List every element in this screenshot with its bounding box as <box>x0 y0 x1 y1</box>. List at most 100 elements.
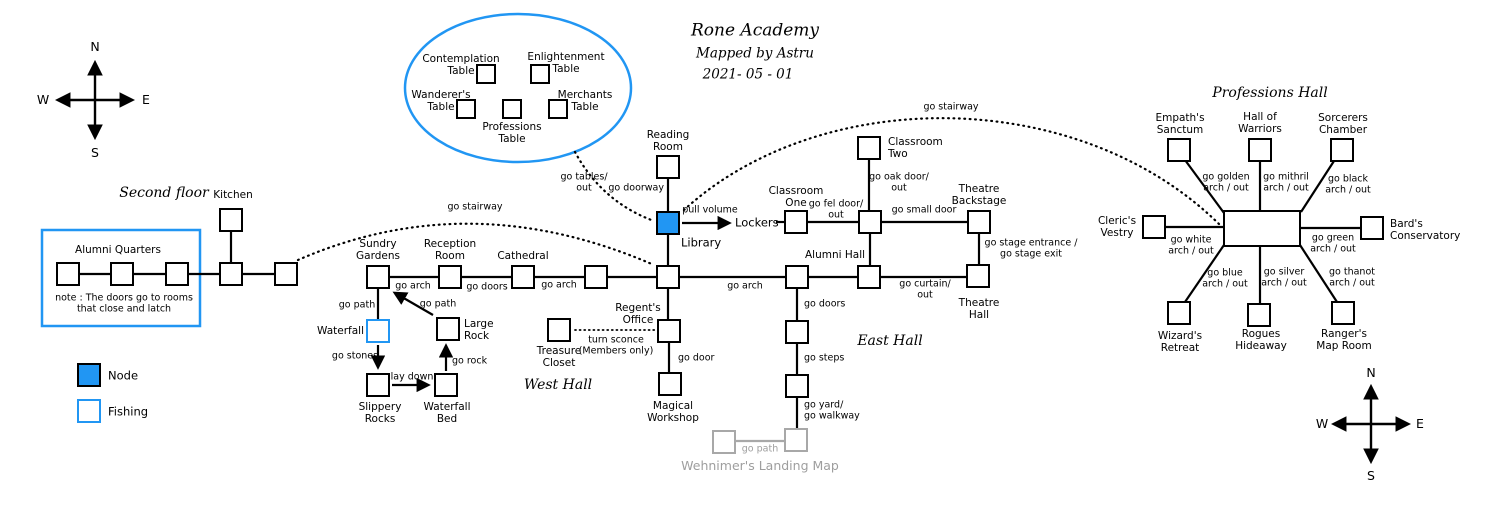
room-box-east-hall-lower <box>785 374 809 398</box>
room-label-rangers-map-room: Ranger's Map Room <box>1316 328 1372 352</box>
room-box-second-floor-landing <box>274 262 298 286</box>
path-label-go-door: go door <box>678 352 715 364</box>
room-box-sorcerers-chamber <box>1330 138 1354 162</box>
room-box-enlightenment-table <box>530 64 550 84</box>
compass-rose-top-left-icon <box>54 59 136 141</box>
room-box-classroom-junction <box>858 210 882 234</box>
path-label-go-small-door: go small door <box>891 204 957 216</box>
legend-node-label: Node <box>108 368 139 383</box>
room-label-enlightenment-table: Enlightenment Table <box>527 51 605 75</box>
room-box-wizards-retreat <box>1167 301 1191 325</box>
room-box-west-hall <box>584 265 608 289</box>
path-label-go-white-arch: go white arch / out <box>1168 234 1214 256</box>
compass-tl-west-label: W <box>36 91 50 107</box>
room-label-alumni-quarters: Alumni Quarters <box>75 244 161 257</box>
compass-tl-south-label: S <box>91 144 99 160</box>
room-label-theatre-backstage: Theatre Backstage <box>951 183 1007 207</box>
path-label-go-arch-corridor: go arch <box>727 280 763 292</box>
room-label-hall-of-warriors: Hall of Warriors <box>1238 111 1282 135</box>
room-box-alumni-quarters-1 <box>56 262 80 286</box>
room-box-landing-yard <box>784 428 808 452</box>
path-label-go-arch-cathedral: go arch <box>541 279 577 291</box>
room-label-magical-workshop: Magical Workshop <box>647 400 699 424</box>
path-label-pull-volume: pull volume <box>682 204 738 216</box>
section-label-professions-hall: Professions Hall <box>1212 85 1328 102</box>
path-label-go-rock: go rock <box>452 355 488 367</box>
path-label-go-doorway: go doorway <box>608 182 664 194</box>
room-box-waterfall-bed <box>434 373 458 397</box>
path-label-go-yard: go yard/ go walkway <box>804 399 860 421</box>
path-label-go-stones: go stones <box>331 350 379 362</box>
compass-br-north-label: N <box>1366 364 1376 380</box>
room-box-alumni-hall-west <box>785 265 809 289</box>
path-label-go-stairway-east: go stairway <box>923 101 979 113</box>
link-label-wehnimers-landing-map: Wehnimer's Landing Map <box>681 457 839 473</box>
dotted-stairway-paths <box>296 117 1223 267</box>
room-label-clerics-vestry: Cleric's Vestry <box>1097 215 1137 239</box>
compass-rose-bottom-right-icon <box>1330 383 1412 465</box>
path-label-go-oak-door: go oak door/ out <box>869 171 929 193</box>
path-label-go-doors-reception: go doors <box>466 281 508 293</box>
compass-tl-east-label: E <box>142 91 150 107</box>
room-box-rogues-hideaway <box>1247 303 1271 327</box>
solid-connectors <box>80 159 1360 428</box>
room-box-theatre-backstage <box>967 210 991 234</box>
path-label-go-blue-arch: go blue arch / out <box>1202 267 1248 289</box>
room-box-sundry-gardens <box>366 265 390 289</box>
room-box-regents-office <box>657 319 681 343</box>
path-label-go-tables: go tables/ out <box>560 171 608 193</box>
room-box-library-node <box>656 211 680 235</box>
alumni-quarters-outline <box>40 228 202 328</box>
room-box-reception-room <box>438 265 462 289</box>
path-label-go-stairway-west: go stairway <box>447 201 503 213</box>
path-label-go-steps: go steps <box>804 352 845 364</box>
room-box-classroom-one <box>784 210 808 234</box>
path-label-go-black-arch: go black arch / out <box>1325 173 1371 195</box>
compass-tl-north-label: N <box>90 38 100 54</box>
room-box-bards-conservatory <box>1360 216 1384 240</box>
path-label-go-golden-arch: go golden arch / out <box>1202 171 1250 193</box>
room-box-clerics-vestry <box>1142 215 1166 239</box>
section-label-west-hall: West Hall <box>523 377 593 394</box>
note-alumni-quarters: note : The doors go to rooms that close … <box>55 292 193 314</box>
room-box-alumni-quarters-2 <box>110 262 134 286</box>
room-label-professions-table: Professions Table <box>482 121 542 145</box>
legend-fishing-swatch <box>77 399 101 423</box>
map-title: Rone Academy <box>690 20 820 41</box>
path-label-go-path-waterfall: go path <box>338 299 376 311</box>
room-label-wizards-retreat: Wizard's Retreat <box>1157 330 1203 354</box>
path-label-go-mithril-arch: go mithril arch / out <box>1263 171 1309 193</box>
room-box-east-hall-upper <box>785 320 809 344</box>
map-date: 2021- 05 - 01 <box>702 66 794 83</box>
room-label-regents-office: Regent's Office <box>615 302 661 326</box>
path-label-go-path-gray: go path <box>741 443 779 455</box>
room-box-large-rock <box>436 317 460 341</box>
section-label-east-hall: East Hall <box>857 333 923 350</box>
room-label-waterfall: Waterfall <box>316 325 364 338</box>
legend-fishing-label: Fishing <box>108 404 149 419</box>
room-box-alumni-hall <box>857 265 881 289</box>
room-box-kitchen-junction <box>219 262 243 286</box>
room-box-alumni-quarters-3 <box>165 262 189 286</box>
section-label-second-floor: Second floor <box>119 185 209 202</box>
room-label-wanderers-table: Wanderer's Table <box>411 89 471 113</box>
room-box-hall-of-warriors <box>1248 138 1272 162</box>
room-box-reading-room <box>656 155 680 179</box>
room-label-empaths-sanctum: Empath's Sanctum <box>1155 112 1205 136</box>
room-box-theatre-hall <box>966 264 990 288</box>
room-label-reading-room: Reading Room <box>646 129 690 153</box>
room-box-landing-path <box>712 430 736 454</box>
room-label-reception-room: Reception Room <box>423 238 477 262</box>
compass-br-east-label: E <box>1416 415 1424 431</box>
room-box-slippery-rocks <box>366 373 390 397</box>
room-box-cathedral <box>511 265 535 289</box>
room-box-rangers-map-room <box>1331 301 1355 325</box>
room-label-rogues-hideaway: Rogues Hideaway <box>1235 328 1287 352</box>
room-label-theatre-hall: Theatre Hall <box>958 297 1000 321</box>
room-label-classroom-one: Classroom One <box>768 185 824 209</box>
room-box-waterfall-fishing <box>366 319 390 343</box>
room-label-large-rock: Large Rock <box>464 318 494 342</box>
path-label-go-curtain: go curtain/ out <box>899 278 951 300</box>
room-box-treasure-closet <box>547 318 571 342</box>
